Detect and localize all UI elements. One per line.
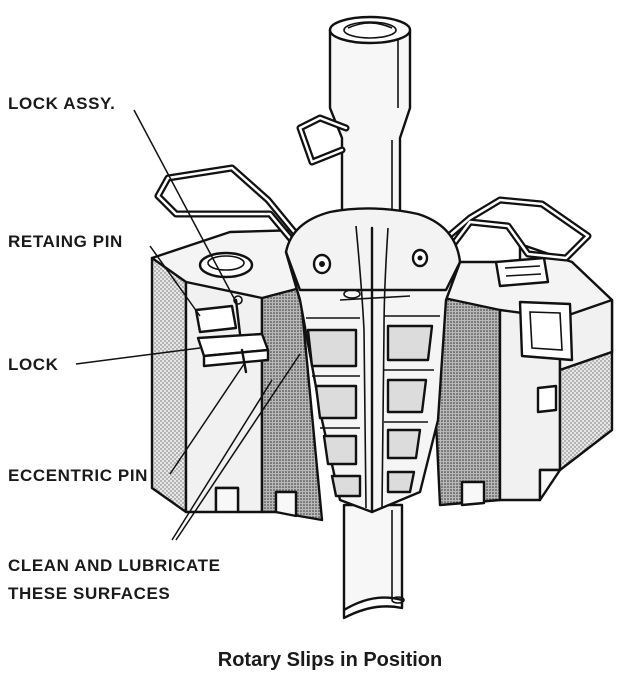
leader-clean-1 (171, 379, 273, 541)
label-lock: LOCK (8, 355, 59, 374)
leader-eccentric-pin (169, 363, 245, 475)
rotary-slips (284, 207, 462, 514)
lock-assembly (194, 295, 270, 374)
leader-clean-2 (175, 353, 301, 541)
leader-retaining-pin (149, 245, 201, 317)
label-lock-assy: LOCK ASSY. (8, 94, 115, 113)
slip-handles (154, 114, 592, 266)
label-retaining-pin: RETAING PIN (8, 232, 123, 251)
label-clean-line1: CLEAN AND LUBRICATE (8, 556, 221, 575)
leader-lock-assy (133, 109, 237, 303)
leader-lock (75, 347, 201, 365)
figure-caption: Rotary Slips in Position (218, 649, 442, 671)
label-eccentric-pin: ECCENTRIC PIN (8, 466, 148, 485)
label-clean-line2: THESE SURFACES (8, 584, 170, 603)
leader-lines (75, 109, 301, 541)
drill-pipe (328, 15, 412, 620)
